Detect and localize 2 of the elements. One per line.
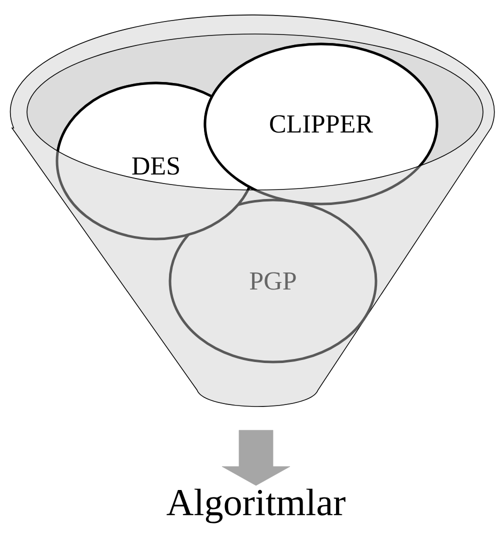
output-label: Algoritmlar xyxy=(166,488,346,524)
block-arrow xyxy=(222,430,290,486)
